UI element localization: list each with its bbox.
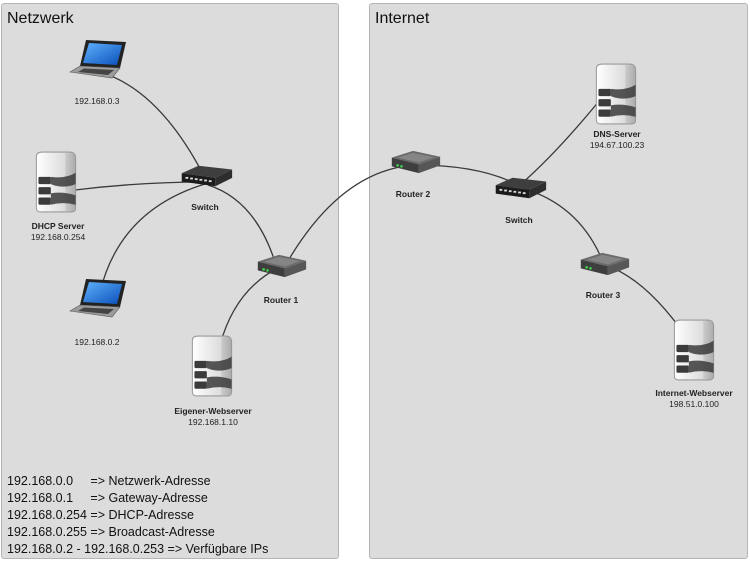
router1-name: Router 1 bbox=[263, 295, 299, 305]
own-webserver-ip: 192.168.1.10 bbox=[188, 417, 238, 427]
own-webserver-icon bbox=[191, 335, 233, 397]
network-panel: Netzwerk bbox=[1, 3, 339, 559]
internet-webserver-icon bbox=[673, 319, 715, 381]
link-router1-router2 bbox=[284, 164, 416, 267]
switch-right-name: Switch bbox=[505, 215, 533, 225]
link-router1-ownweb bbox=[219, 267, 279, 346]
internet-panel: Internet bbox=[369, 3, 748, 559]
legend-row: 192.168.0.0 => Netzwerk-Adresse bbox=[7, 474, 211, 488]
switch-left-name: Switch bbox=[191, 202, 219, 212]
dhcp-server-icon bbox=[35, 151, 77, 213]
dhcp-ip: 192.168.0.254 bbox=[30, 232, 86, 242]
dhcp-name: DHCP Server bbox=[31, 221, 85, 231]
link-laptop-top-switch bbox=[99, 71, 206, 179]
switch-right-label: Switch bbox=[505, 215, 532, 226]
laptop-bottom-ip: 192.168.0.2 bbox=[74, 337, 120, 347]
legend-row: 192.168.0.2 - 192.168.0.253 => Verfügbar… bbox=[7, 542, 269, 556]
switch-left-label: Switch bbox=[191, 202, 218, 213]
router3-icon bbox=[580, 252, 630, 276]
dns-name: DNS-Server bbox=[593, 129, 641, 139]
legend-row: 192.168.0.1 => Gateway-Adresse bbox=[7, 491, 208, 505]
dns-label: DNS-Server 194.67.100.23 bbox=[590, 129, 644, 151]
laptop-top-icon bbox=[69, 39, 127, 79]
laptop-bottom-icon bbox=[69, 278, 127, 318]
router3-name: Router 3 bbox=[585, 290, 621, 300]
link-laptop-bottom-switch bbox=[99, 183, 206, 293]
dns-ip: 194.67.100.23 bbox=[589, 140, 645, 150]
router1-label: Router 1 bbox=[264, 295, 298, 306]
router1-icon bbox=[257, 254, 307, 278]
dns-server-icon bbox=[595, 63, 637, 125]
own-webserver-label: Eigener-Webserver 192.168.1.10 bbox=[174, 406, 251, 428]
router3-label: Router 3 bbox=[586, 290, 620, 301]
network-panel-title: Netzwerk bbox=[7, 10, 74, 27]
link-switch-router1 bbox=[207, 184, 276, 263]
switch-left-icon bbox=[181, 165, 233, 187]
laptop-top-ip: 192.168.0.3 bbox=[74, 96, 120, 106]
laptop-bottom-label: 192.168.0.2 bbox=[75, 337, 120, 348]
address-legend: 192.168.0.0 => Netzwerk-Adresse 192.168.… bbox=[7, 473, 268, 558]
internet-webserver-name: Internet-Webserver bbox=[655, 388, 733, 398]
laptop-top-label: 192.168.0.3 bbox=[75, 96, 120, 107]
internet-panel-title: Internet bbox=[375, 10, 430, 27]
legend-row: 192.168.0.254 => DHCP-Adresse bbox=[7, 508, 194, 522]
internet-webserver-label: Internet-Webserver 198.51.0.100 bbox=[655, 388, 732, 410]
link-dhcp-switch bbox=[74, 181, 206, 191]
dhcp-label: DHCP Server 192.168.0.254 bbox=[31, 221, 85, 243]
internet-webserver-ip: 198.51.0.100 bbox=[669, 399, 719, 409]
switch-right-icon bbox=[495, 177, 547, 199]
router2-label: Router 2 bbox=[396, 189, 430, 200]
router2-icon bbox=[391, 150, 441, 174]
own-webserver-name: Eigener-Webserver bbox=[174, 406, 252, 416]
router2-name: Router 2 bbox=[395, 189, 431, 199]
link-switch-router3 bbox=[521, 187, 604, 263]
legend-row: 192.168.0.255 => Broadcast-Adresse bbox=[7, 525, 215, 539]
